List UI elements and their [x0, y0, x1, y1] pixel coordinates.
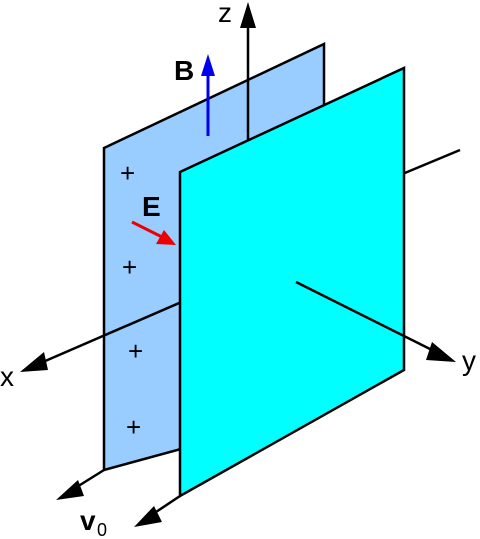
x-axis-arrowhead: [20, 352, 48, 372]
front-plate: [178, 66, 406, 499]
z-axis-label: z: [218, 0, 232, 28]
z-axis-arrowhead: [240, 2, 256, 28]
velocity-arrowhead-back: [56, 480, 84, 500]
velocity-arrowhead-front: [134, 506, 162, 527]
charge-plus-3: +: [128, 336, 143, 366]
magnetic-field-label: B: [174, 55, 194, 86]
y-axis-line: [295, 280, 441, 356]
electric-field-arrow-line: [131, 220, 165, 240]
charge-plus-2: +: [122, 252, 137, 282]
magnetic-field-arrowhead: [201, 54, 215, 76]
charge-plus-1: +: [120, 158, 135, 188]
velocity-label: v: [80, 505, 96, 536]
charge-plus-4: +: [126, 412, 141, 442]
velocity-subscript: 0: [97, 520, 107, 539]
electric-field-arrowhead: [156, 230, 176, 245]
y-axis-arrowhead: [426, 342, 456, 362]
y-axis-back-line: [399, 148, 461, 177]
x-axis-label: x: [0, 361, 14, 392]
y-axis-label: y: [462, 345, 476, 376]
electric-field-label: E: [142, 191, 161, 222]
